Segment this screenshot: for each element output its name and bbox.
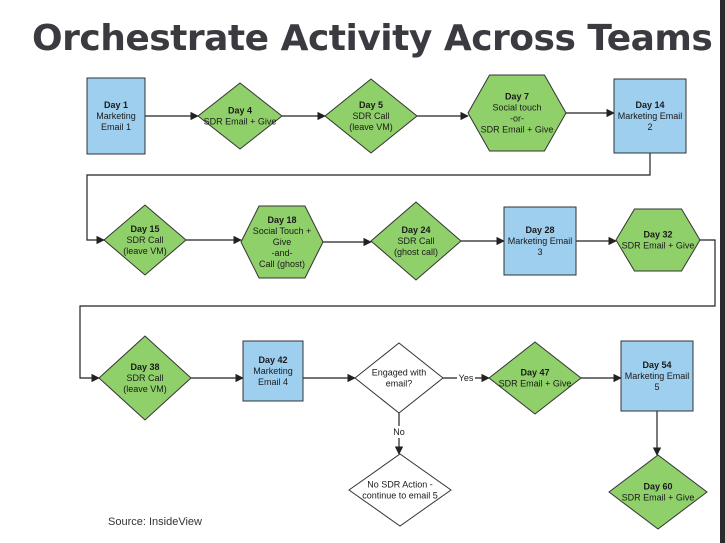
sdr-diamond bbox=[370, 201, 462, 281]
node-day-label: Day 47 bbox=[520, 368, 549, 378]
node-text-line: SDR Email + Give bbox=[481, 125, 554, 135]
email-box bbox=[613, 78, 687, 154]
edge-label-yes: Yes bbox=[459, 373, 474, 383]
node-text-line: Marketing Email bbox=[508, 236, 573, 246]
right-edge-border bbox=[720, 0, 725, 543]
node-text-line: Email 1 bbox=[101, 122, 131, 132]
node-text-line: continue to email 5 bbox=[362, 491, 438, 501]
node-text-line: SDR Email + Give bbox=[622, 493, 695, 503]
email-box bbox=[620, 340, 694, 412]
node-day-label: Day 4 bbox=[228, 106, 252, 116]
sdr-diamond bbox=[488, 341, 582, 415]
node-day-label: Day 54 bbox=[642, 360, 671, 370]
node-day-label: Day 42 bbox=[258, 355, 287, 365]
edge-day32-day38 bbox=[79, 239, 716, 383]
node-day-label: Day 15 bbox=[130, 224, 159, 234]
node-text-line: SDR Call bbox=[352, 111, 389, 121]
sdr-diamond bbox=[324, 78, 418, 154]
node-text-line: SDR Email + Give bbox=[499, 379, 572, 389]
node-text-line: 3 bbox=[537, 247, 542, 257]
sdr-hexagon bbox=[615, 208, 701, 272]
node-text-line: (leave VM) bbox=[123, 384, 167, 394]
node-text-line: Marketing bbox=[253, 366, 293, 376]
sdr-diamond bbox=[98, 335, 192, 421]
decision-diamond bbox=[354, 342, 444, 414]
source-caption: Source: InsideView bbox=[108, 516, 202, 528]
edge-label-bg bbox=[457, 372, 475, 384]
node-text-line: Social touch bbox=[492, 103, 541, 113]
node-text-line: -and- bbox=[271, 248, 292, 258]
node-text-line: Marketing bbox=[96, 111, 136, 121]
node-text-line: Email 4 bbox=[258, 377, 288, 387]
node-day-label: Day 1 bbox=[104, 100, 128, 110]
node-text-line: SDR Email + Give bbox=[622, 241, 695, 251]
edge-label-bg bbox=[390, 426, 408, 438]
node-text-line: SDR Call bbox=[126, 373, 163, 383]
email-box bbox=[86, 77, 146, 155]
node-day-label: Day 18 bbox=[267, 215, 296, 225]
sdr-hexagon bbox=[240, 205, 324, 279]
email-box bbox=[503, 206, 577, 276]
node-text-line: -or- bbox=[510, 114, 524, 124]
edge-day14-day15 bbox=[86, 153, 651, 245]
node-text-line: SDR Call bbox=[126, 235, 163, 245]
node-text-line: Call (ghost) bbox=[259, 259, 305, 269]
email-box bbox=[242, 340, 304, 402]
node-day-label: Day 60 bbox=[643, 482, 672, 492]
decision-diamond bbox=[348, 453, 452, 527]
node-text-line: SDR Call bbox=[397, 236, 434, 246]
node-day-label: Day 24 bbox=[401, 225, 430, 235]
node-text-line: Marketing Email bbox=[625, 371, 690, 381]
sdr-diamond bbox=[608, 454, 708, 530]
node-day-label: Day 5 bbox=[359, 100, 383, 110]
node-day-label: Day 32 bbox=[643, 230, 672, 240]
node-text-line: 2 bbox=[647, 122, 652, 132]
sdr-diamond bbox=[103, 204, 187, 276]
node-text-line: Engaged with bbox=[372, 368, 427, 378]
node-noaction: No SDR Action -continue to email 5 bbox=[348, 453, 452, 527]
node-text-line: 5 bbox=[654, 382, 659, 392]
node-text-line: SDR Email + Give bbox=[204, 117, 277, 127]
node-text-line: No SDR Action - bbox=[367, 480, 433, 490]
node-text-line: Give bbox=[273, 237, 292, 247]
node-text-line: (leave VM) bbox=[349, 122, 393, 132]
node-day-label: Day 14 bbox=[635, 100, 664, 110]
sdr-diamond bbox=[197, 82, 283, 150]
node-day-label: Day 28 bbox=[525, 225, 554, 235]
node-day-label: Day 7 bbox=[505, 92, 529, 102]
node-text-line: Social Touch + bbox=[253, 226, 312, 236]
node-text-line: Marketing Email bbox=[618, 111, 683, 121]
edge-label-no: No bbox=[393, 427, 405, 437]
node-text-line: (leave VM) bbox=[123, 246, 167, 256]
page-title: Orchestrate Activity Across Teams bbox=[32, 18, 713, 59]
node-text-line: email? bbox=[386, 379, 413, 389]
sdr-hexagon bbox=[467, 74, 567, 152]
node-text-line: (ghost call) bbox=[394, 247, 438, 257]
node-day-label: Day 38 bbox=[130, 362, 159, 372]
